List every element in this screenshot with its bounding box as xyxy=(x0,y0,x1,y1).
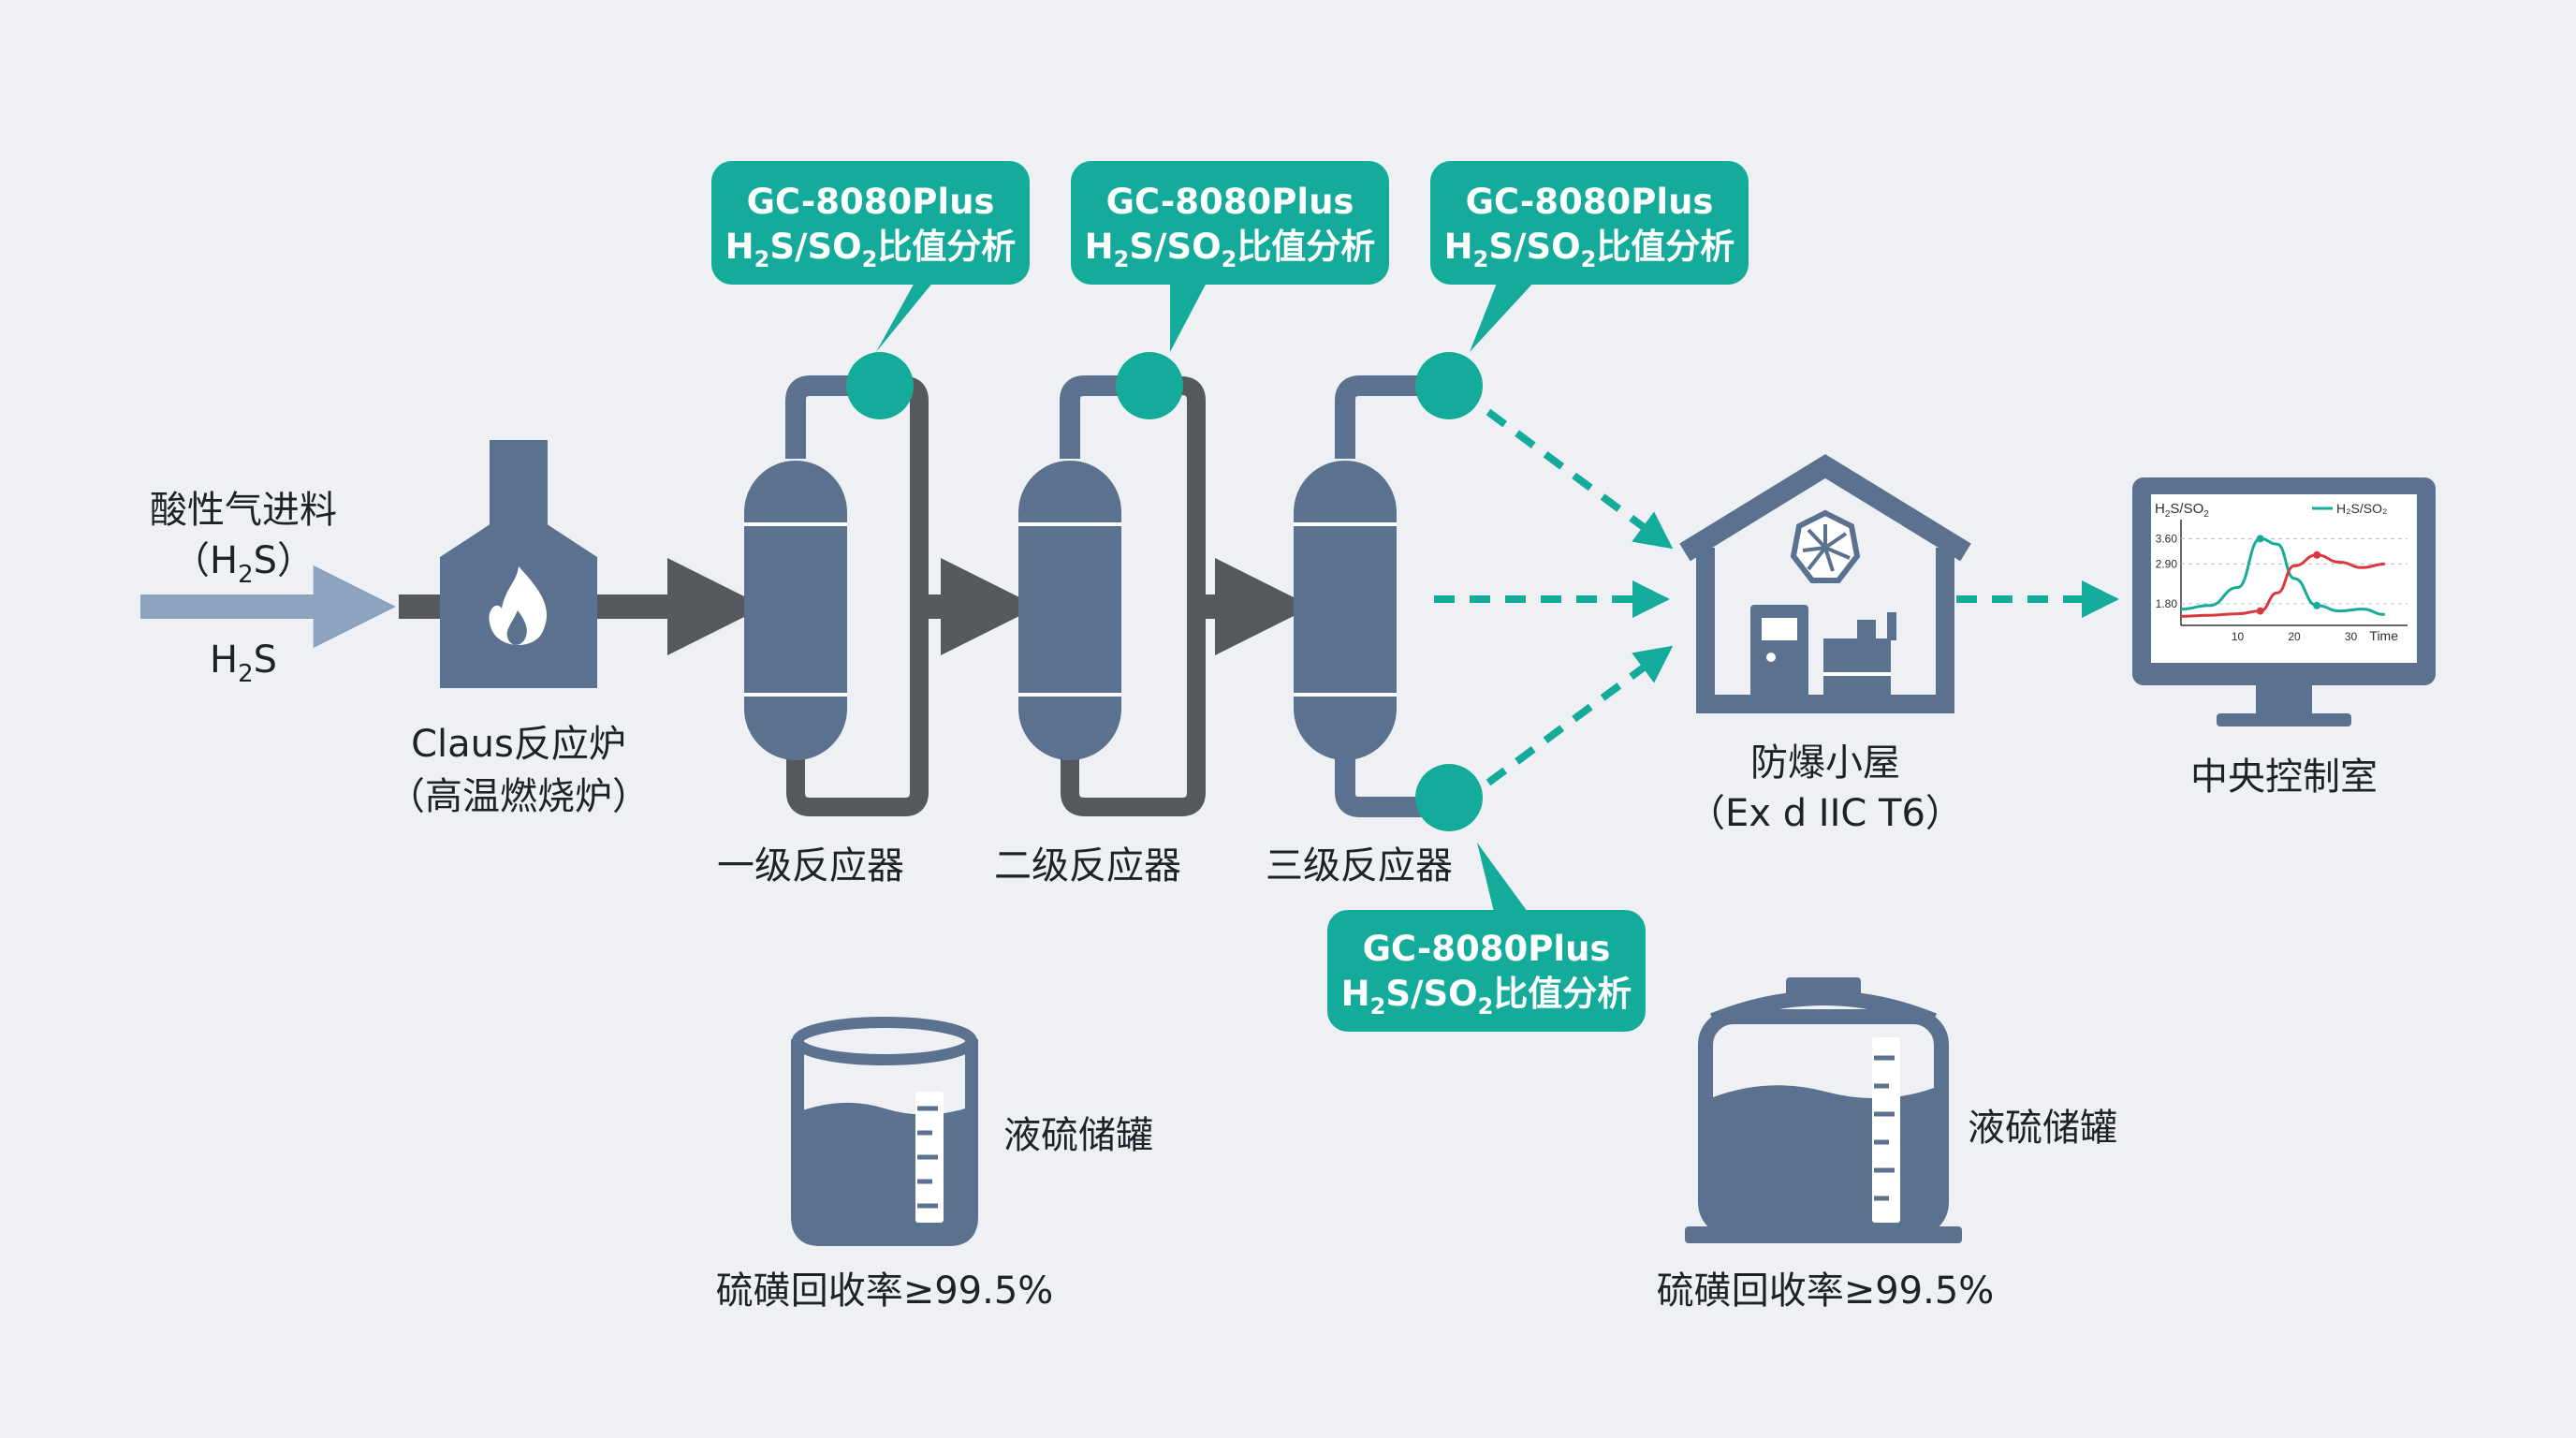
reactor-3: 三级反应器 xyxy=(1266,352,1483,888)
series-point-0 xyxy=(2313,601,2321,609)
reactor-3-inlet-pipe xyxy=(1335,375,1448,459)
furnace-flame-icon xyxy=(440,440,597,688)
reactor-1-sample-point xyxy=(846,352,914,419)
house-label: 防爆小屋 xyxy=(1750,741,1900,785)
x-axis-label: Time xyxy=(2369,628,2398,643)
house-sublabel: （Ex d IIC T6） xyxy=(1688,792,1963,835)
control-room-label: 中央控制室 xyxy=(2190,756,2378,799)
analyzer-2-model: GC-8080Plus xyxy=(1106,182,1354,222)
tank-1-liquid xyxy=(798,1102,972,1240)
feed-block: 酸性气进料 （H2S） H2S xyxy=(140,489,397,688)
series-point-0 xyxy=(2256,535,2264,543)
analyzer-3-model: GC-8080Plus xyxy=(1466,182,1714,222)
trend-chart: H2S/SO2 H₂S/SO₂ 3.60 2.90 1.80 10 20 30 Time xyxy=(2155,501,2408,643)
reactor-2-sample-point xyxy=(1116,352,1183,419)
analyzer-callout-1: GC-8080Plus H2S/SO2比值分析 xyxy=(711,161,1030,352)
sulfur-tank-1: 液硫储罐 硫磺回收率≥99.5% xyxy=(716,1017,1153,1313)
chart-title: H2S/SO2 xyxy=(2155,501,2209,520)
feed-title: 酸性气进料 xyxy=(150,489,337,532)
reactor-1: 一级反应器 xyxy=(717,352,1038,888)
reactor-1-label: 一级反应器 xyxy=(717,844,904,888)
analyzer-4-model: GC-8080Plus xyxy=(1363,929,1611,969)
analyzer-callout-2: GC-8080Plus H2S/SO2比值分析 xyxy=(1071,161,1389,352)
reactor-3-vessel xyxy=(1294,461,1397,760)
reactor-2-label: 二级反应器 xyxy=(994,844,1181,888)
explosion-proof-house: 防爆小屋 （Ex d IIC T6） xyxy=(1679,454,1971,835)
series-line-0 xyxy=(2180,536,2385,616)
reactor-3-label: 三级反应器 xyxy=(1266,844,1453,888)
feed-arrow-label: H2S xyxy=(210,638,277,688)
tank-2-label: 液硫储罐 xyxy=(1968,1107,2117,1150)
signal-arrow-top xyxy=(1486,408,1674,550)
claus-furnace: Claus反应炉 （高温燃烧炉） xyxy=(388,440,765,818)
y-tick-label: 1.80 xyxy=(2156,597,2178,610)
furnace-sublabel: （高温燃烧炉） xyxy=(388,775,650,818)
series-point-1 xyxy=(2256,607,2264,615)
tank-2-liquid xyxy=(1713,1085,1934,1223)
analyzer-callout-3: GC-8080Plus H2S/SO2比值分析 xyxy=(1430,161,1749,352)
signal-arrow-bottom xyxy=(1486,645,1674,786)
reactor-3-outlet-pipe xyxy=(1335,756,1448,817)
reactor-1-vessel xyxy=(744,461,847,760)
analyzer-4-function: H2S/SO2比值分析 xyxy=(1341,974,1632,1020)
reactor-2: 二级反应器 xyxy=(994,352,1312,888)
analyzer-1-model: GC-8080Plus xyxy=(747,182,995,222)
tank-1-recovery: 硫磺回收率≥99.5% xyxy=(716,1269,1054,1313)
analyzer-1-function: H2S/SO2比值分析 xyxy=(725,227,1017,272)
reactor-1-return-pipe xyxy=(786,376,929,816)
analyzer-2-function: H2S/SO2比值分析 xyxy=(1085,227,1376,272)
sulfur-tank-2: 液硫储罐 硫磺回收率≥99.5% xyxy=(1657,977,2117,1313)
monitor-screen xyxy=(2151,494,2417,663)
tank-2-recovery: 硫磺回收率≥99.5% xyxy=(1657,1269,1995,1313)
signal-lines xyxy=(1434,408,2119,786)
reactor-3-top-sample-point xyxy=(1415,352,1483,419)
y-tick-label: 3.60 xyxy=(2156,532,2178,545)
reactor-3-bottom-sample-point xyxy=(1415,764,1483,831)
reactor-2-return-pipe xyxy=(1061,376,1206,816)
house-equipment xyxy=(1823,638,1891,704)
analyzer-callout-4: GC-8080Plus H2S/SO2比值分析 xyxy=(1327,843,1646,1032)
series-point-1 xyxy=(2313,550,2321,559)
x-tick-label: 10 xyxy=(2232,630,2245,643)
analyzer-3-function: H2S/SO2比值分析 xyxy=(1444,227,1735,272)
y-tick-label: 2.90 xyxy=(2156,557,2178,570)
legend-label: H₂S/SO₂ xyxy=(2336,501,2387,516)
x-tick-label: 20 xyxy=(2288,630,2301,643)
furnace-label: Claus反应炉 xyxy=(411,723,626,766)
tank-1-label: 液硫储罐 xyxy=(1003,1114,1153,1157)
reactor-1-inlet-pipe xyxy=(785,375,880,459)
series-line-1 xyxy=(2180,553,2385,618)
feed-formula: （H2S） xyxy=(172,539,315,589)
reactor-2-vessel xyxy=(1018,461,1121,760)
reactor-2-inlet-pipe xyxy=(1060,375,1149,459)
x-tick-label: 30 xyxy=(2345,630,2358,643)
